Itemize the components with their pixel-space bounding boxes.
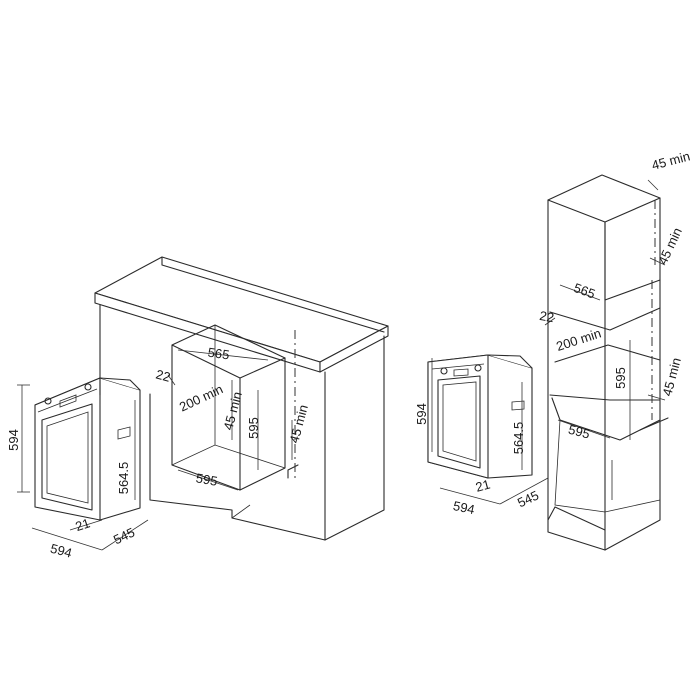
right-oven-knob-right	[474, 364, 482, 372]
right-oven-body-height-label: 564.5	[511, 422, 526, 455]
right-column-dimensions	[544, 179, 666, 440]
column-width-bottom-label: 595	[567, 422, 592, 442]
cabinet-clearance-200-label: 200 min	[177, 381, 225, 414]
right-oven-vent	[511, 400, 525, 411]
left-oven-knob-right	[84, 383, 92, 391]
left-oven-drawing	[34, 377, 141, 521]
right-oven-height-label: 594	[414, 403, 429, 425]
right-oven-width-label: 594	[452, 498, 476, 517]
cabinet-width-bottom-label: 595	[195, 470, 219, 489]
column-side	[604, 197, 661, 551]
right-oven-depth-label: 545	[515, 488, 541, 511]
right-oven-door	[437, 375, 481, 469]
column-rear-gap-label: 22	[538, 308, 555, 325]
cabinet-height-label: 595	[246, 417, 261, 439]
left-oven-top-edge	[99, 377, 141, 391]
left-oven-body-height-label: 564.5	[116, 462, 131, 495]
left-oven-height-label: 594	[6, 429, 21, 451]
right-oven-display	[453, 368, 469, 377]
cabinet-cutout-side	[239, 357, 286, 491]
column-clearance-side-label: 45 min	[659, 356, 684, 398]
column-top	[547, 174, 661, 223]
column-clearance-back-label: 45 min	[655, 225, 685, 267]
column-width-top-label: 565	[572, 280, 598, 302]
cabinet-width-top-label: 565	[207, 345, 231, 363]
column-clearance-top-label: 45 min	[650, 148, 692, 173]
left-oven-display	[59, 394, 77, 408]
cabinet-rear-gap-label: 22	[154, 367, 172, 385]
left-oven-width-label: 594	[49, 541, 74, 561]
right-oven-window	[442, 381, 477, 462]
left-oven-door	[41, 403, 93, 511]
left-oven-knob-left	[44, 397, 52, 405]
column-front	[547, 199, 606, 551]
right-column-drawing	[547, 174, 669, 551]
left-oven-depth-label: 545	[111, 525, 137, 548]
right-oven-knob-left	[440, 367, 448, 375]
right-oven-front	[427, 354, 489, 479]
left-oven-vent	[117, 426, 131, 440]
column-clearance-200-label: 200 min	[554, 325, 603, 354]
left-cabinet-dimensions	[167, 349, 293, 491]
left-oven-front-label: 21	[73, 515, 91, 534]
cabinet-clearance-45-outer-label: 45 min	[286, 403, 311, 445]
right-oven-dimensions	[431, 358, 549, 505]
left-oven-dimensions	[17, 384, 149, 551]
right-oven-front-label: 21	[474, 477, 492, 495]
left-cabinet-drawing	[94, 256, 389, 541]
cabinet-clearance-45-inner-label: 45 min	[220, 390, 245, 432]
left-oven-window	[46, 411, 89, 504]
right-oven-drawing	[427, 354, 533, 479]
column-height-label: 595	[613, 367, 628, 389]
